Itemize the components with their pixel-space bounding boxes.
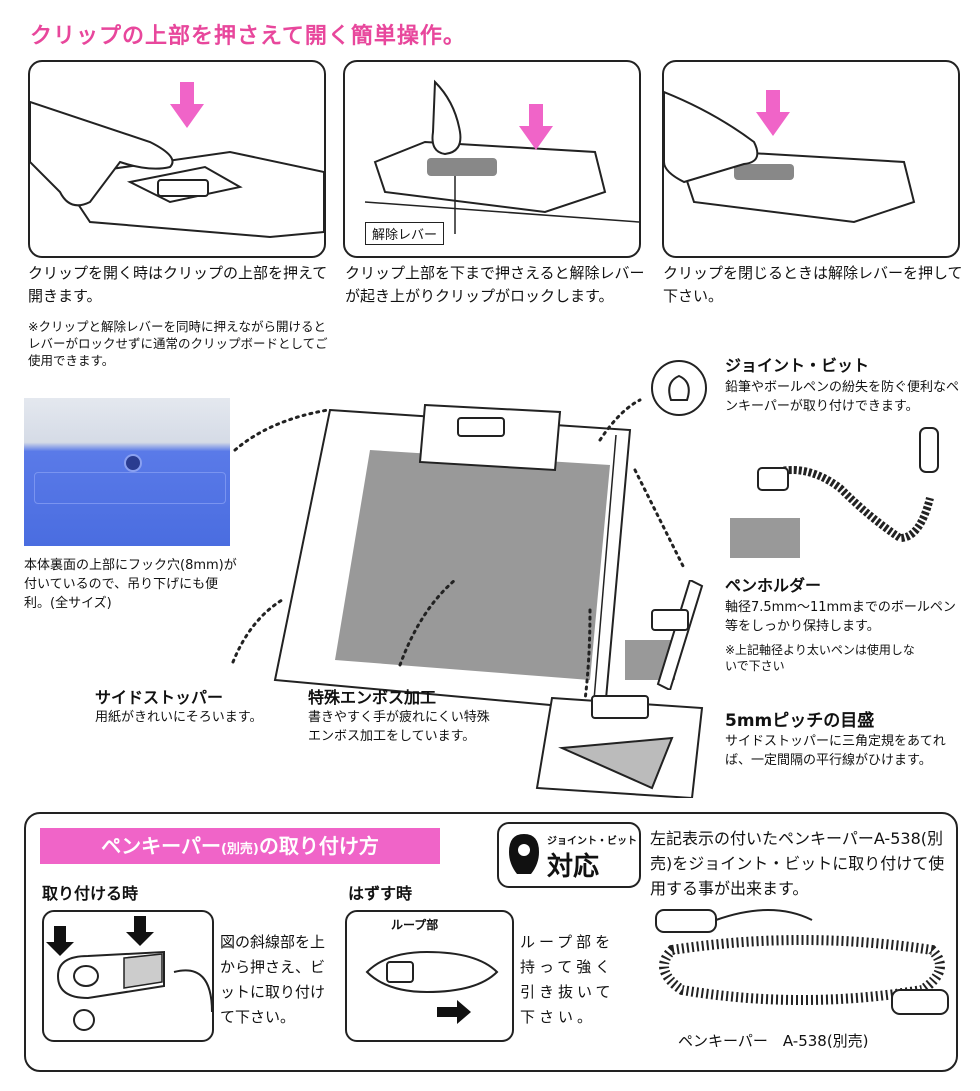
bar-main: ペンキーパー [101, 834, 221, 858]
joint-bit-badge: ジョイント・ビット 対応 [497, 822, 641, 888]
step3-text: クリップを閉じるときは解除レバーを押して下さい。 [663, 264, 963, 305]
stopper-text: 用紙がきれいにそろいます。 [95, 710, 263, 725]
pen-keeper-product [655, 909, 949, 1015]
emboss-text: 書きやすく手が疲れにくい特殊エンボス加工をしています。 [308, 710, 490, 744]
loop-label: ループ部 [391, 918, 439, 932]
step3-illustration [662, 60, 960, 258]
attach-illustration [42, 910, 214, 1042]
page-title: クリップの上部を押さえて開く簡単操作。 [30, 24, 466, 49]
emboss-title: 特殊エンボス加工 [308, 688, 437, 707]
badge-small: ジョイント・ビット [547, 836, 637, 847]
step2-text: クリップ上部を下まで押さえると解除レバーが起き上がりクリップがロックします。 [345, 264, 645, 305]
detach-illustration: ループ部 [345, 910, 514, 1042]
pen-keeper-section [24, 812, 958, 1072]
step1-text: クリップを開く時はクリップの上部を押えて開きます。 [28, 264, 328, 305]
joint-title: ジョイント・ビット [725, 356, 870, 375]
penholder-note: ※上記軸径より太いペンは使用しないで下さい [725, 643, 915, 673]
step2-illustration: 解除レバー [343, 60, 641, 258]
joint-text: 鉛筆やボールペンの紛失を防ぐ便利なペンキーパーが取り付けできます。 [725, 380, 960, 414]
detach-title: はずす時 [348, 884, 413, 903]
detach-text: ループ部を持って強く引き抜いて下さい。 [520, 933, 615, 1026]
attach-text: 図の斜線部を上から押さえ、ビットに取り付けて下さい。 [220, 933, 326, 1026]
hook-hole-icon [124, 454, 142, 472]
joint-bit-icon [651, 360, 707, 416]
bar-tail: の取り付け方 [258, 834, 379, 858]
attach-title: 取り付ける時 [42, 884, 139, 903]
pen-keeper-description: 左記表示の付いたペンキーパーA-538(別売)をジョイント・ビットに取り付けて使… [650, 829, 945, 898]
bar-small: (別売) [220, 842, 259, 857]
penholder-title: ペンホルダー [725, 576, 822, 595]
hook-text: 本体裏面の上部にフック穴(8mm)が付いているので、吊り下げにも便利。(全サイズ… [24, 558, 237, 611]
product-caption: ペンキーパー A-538(別売) [678, 1032, 869, 1050]
usage-note: ※クリップと解除レバーを同時に押えながら開けるとレバーがロックせずに通常のクリッ… [28, 319, 328, 368]
pen-holder-illustration [625, 580, 704, 690]
stopper-title: サイドストッパー [95, 688, 224, 707]
scale-title: 5mmピッチの目盛 [725, 711, 875, 731]
badge-big: 対応 [547, 852, 600, 882]
ruler-strip [34, 472, 226, 504]
scale-text: サイドストッパーに三角定規をあてれば、一定間隔の平行線がひけます。 [725, 734, 946, 768]
step1-illustration [28, 60, 326, 258]
clipboard-illustration [231, 398, 687, 712]
pen-keeper-bar: ペンキーパー(別売)の取り付け方 [40, 828, 440, 864]
pen-keeper-coil [730, 427, 939, 558]
hook-hole-photo [24, 398, 230, 546]
release-lever-callout: 解除レバー [365, 222, 445, 245]
penholder-text: 軸径7.5mm〜11mmまでのボールペン等をしっかり保持します。 [725, 600, 956, 634]
scale-illustration [535, 695, 704, 798]
